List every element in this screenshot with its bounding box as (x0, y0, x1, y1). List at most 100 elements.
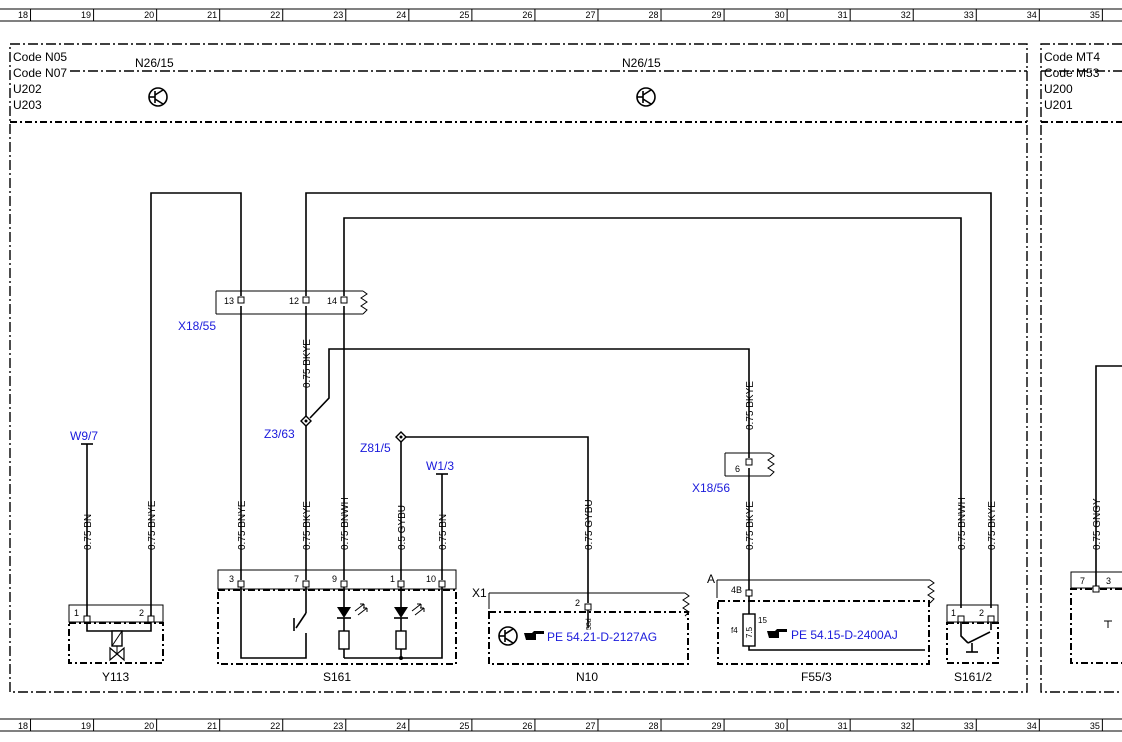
wire-label: 0.75 BNYE (147, 500, 158, 550)
pin-label: 13 (224, 296, 234, 306)
connector-label: A (707, 572, 715, 586)
wire-gybu (400, 436, 589, 603)
ground-label: W9/7 (70, 429, 98, 443)
grid-column-label: 27 (585, 10, 595, 20)
wire-bnwh-main (343, 217, 962, 608)
grid-column-label: 24 (396, 10, 406, 20)
component-label: S161 (323, 670, 351, 684)
splice-z3-63 (300, 415, 312, 427)
grid-ruler-top (0, 8, 1122, 22)
splice-label: Z81/5 (360, 441, 391, 455)
component-right-partial (1070, 571, 1122, 664)
wire-bn-w1-3 (436, 473, 448, 580)
component-label: F55/3 (801, 670, 832, 684)
code-label: Code MT4 (1044, 50, 1100, 64)
wire-label: 0.75 BKYE (302, 501, 313, 550)
pin-label: 2 (575, 598, 580, 608)
connector-x18-55 (215, 290, 368, 315)
component-s161 (217, 569, 457, 665)
pin-label: 6 (735, 464, 740, 474)
pin-label: 1 (74, 608, 79, 618)
reference-link[interactable]: PE 54.15-D-2400AJ (791, 628, 898, 642)
grid-column-label: 35 (1090, 10, 1100, 20)
wire-label: 0.75 BKYE (745, 501, 756, 550)
grid-column-label: 33 (964, 721, 974, 731)
code-frame-left (9, 43, 1028, 693)
wire-gngy (1095, 365, 1122, 592)
pointing-hand-icon[interactable] (524, 631, 544, 640)
grid-column-label: 18 (18, 10, 28, 20)
code-label: U203 (13, 98, 42, 112)
component-label: Y113 (102, 670, 129, 684)
grid-ruler-bottom (0, 718, 1122, 732)
grid-column-label: 24 (396, 721, 406, 731)
ecu-label: N26/15 (135, 56, 174, 70)
grid-column-label: 30 (775, 10, 785, 20)
pointing-hand-icon[interactable] (767, 629, 787, 638)
grid-column-label: 34 (1027, 721, 1037, 731)
fuse-number: 15 (758, 616, 767, 625)
grid-column-label: 32 (901, 10, 911, 20)
reference-link[interactable]: PE 54.21-D-2127AG (547, 630, 657, 644)
code-label: U202 (13, 82, 42, 96)
wire-label: 0.75 BKYE (745, 381, 756, 430)
wire-bn-w9-7 (81, 443, 93, 618)
grid-column-label: 33 (964, 10, 974, 20)
component-y113 (68, 604, 164, 664)
wire-bnye-y113-s161 (150, 192, 242, 618)
code-label: U200 (1044, 82, 1073, 96)
grid-column-label: 21 (207, 721, 217, 731)
grid-column-label: 20 (144, 721, 154, 731)
grid-column-label: 29 (712, 721, 722, 731)
grid-column-label: 28 (648, 721, 658, 731)
wire-label: 0.75 GYBU (584, 499, 595, 550)
code-label: U201 (1044, 98, 1073, 112)
ground-label: W1/3 (426, 459, 454, 473)
code-frame-right (1040, 43, 1122, 693)
component-label: N10 (576, 670, 598, 684)
wire-label: 0.75 BN (83, 514, 94, 550)
grid-column-label: 21 (207, 10, 217, 20)
pin-label: 2 (979, 608, 984, 618)
grid-column-label: 31 (838, 721, 848, 731)
grid-column-label: 32 (901, 721, 911, 731)
code-label: Code M53 (1044, 66, 1100, 80)
connector-label: X18/55 (178, 319, 216, 333)
grid-column-label: 25 (459, 10, 469, 20)
ecu-label: N26/15 (622, 56, 661, 70)
grid-column-label: 26 (522, 721, 532, 731)
grid-column-label: 22 (270, 721, 280, 731)
wire-label: 0.75 GNGY (1092, 498, 1103, 550)
fuse-rating: 7.5 (745, 626, 754, 638)
grid-column-label: 20 (144, 10, 154, 20)
grid-column-label: 26 (522, 10, 532, 20)
pin-label: 1 (951, 608, 956, 618)
grid-column-label: 19 (81, 721, 91, 731)
grid-column-label: 23 (333, 721, 343, 731)
component-n10 (488, 592, 690, 665)
wire-label: 0.75 BNWH (957, 497, 968, 550)
wire-label: 0.75 BNYE (237, 500, 248, 550)
grid-column-label: 34 (1027, 10, 1037, 20)
pin-label: 12 (289, 296, 299, 306)
wire-bkye-main (305, 192, 992, 608)
pin-label: 1 (390, 574, 395, 584)
pin-label: 3 (1106, 576, 1111, 586)
pin-label: 10 (426, 574, 436, 584)
pin-label: 9 (332, 574, 337, 584)
grid-column-label: 35 (1090, 721, 1100, 731)
connector-x18-56 (724, 452, 775, 477)
code-label: Code N05 (13, 50, 67, 64)
fuse-label: f4 (731, 626, 738, 635)
connector-label: X18/56 (692, 481, 730, 495)
connector-label: X1 (472, 586, 487, 600)
wire-label: 0.5 GYBU (397, 505, 408, 550)
wire-label: 0.75 BKYE (302, 339, 313, 388)
pin-label: 4B (731, 585, 742, 595)
grid-column-label: 31 (838, 10, 848, 20)
grid-column-label: 19 (81, 10, 91, 20)
grid-column-label: 18 (18, 721, 28, 731)
wire-bkye-splice (309, 348, 750, 590)
wire-label: 0.75 BNWH (340, 497, 351, 550)
pin-label: 7 (1080, 576, 1085, 586)
